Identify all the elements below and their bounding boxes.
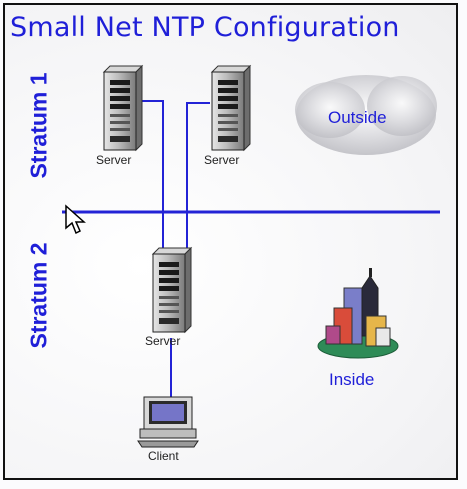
client-label: Client bbox=[148, 449, 179, 463]
server-icon[interactable] bbox=[104, 66, 142, 150]
server-icon[interactable] bbox=[212, 66, 250, 150]
link-server2-to-stratum2 bbox=[187, 103, 210, 248]
mouse-pointer-icon bbox=[66, 206, 84, 233]
stratum-1-label: Stratum 1 bbox=[26, 71, 53, 181]
city-buildings-icon bbox=[318, 268, 398, 358]
server-icon[interactable] bbox=[153, 248, 191, 332]
stratum-2-label: Stratum 2 bbox=[26, 241, 53, 351]
inside-label: Inside bbox=[329, 370, 374, 390]
server-label: Server bbox=[204, 153, 239, 167]
diagram-title: Small Net NTP Configuration bbox=[10, 12, 450, 43]
server-label: Server bbox=[96, 153, 131, 167]
client-computer-icon[interactable] bbox=[138, 397, 198, 447]
outside-label: Outside bbox=[328, 108, 387, 128]
link-server1-to-stratum2 bbox=[140, 101, 163, 248]
server-label: Server bbox=[145, 334, 180, 348]
